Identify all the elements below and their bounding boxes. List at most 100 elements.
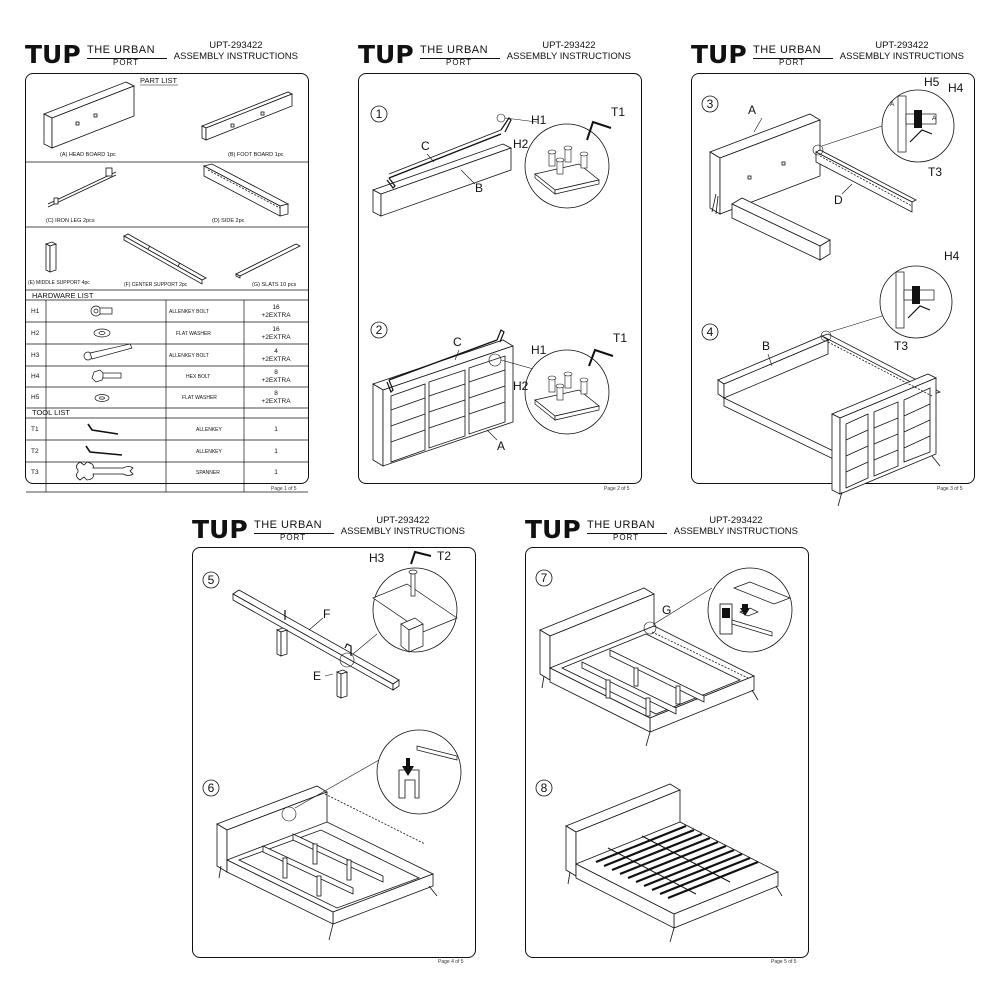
page-number: Page 5 of 5 xyxy=(771,959,797,965)
hardware-table-grid xyxy=(26,300,308,492)
page-frame: PART LIST (A) HEAD BOARD 1pc (B) FOOT BO… xyxy=(25,73,309,493)
tool-t3-name: SPANNER xyxy=(196,470,220,476)
step-1-detail-zoom xyxy=(524,120,612,209)
part-g-label: (G) SLATS 10 pcs xyxy=(252,282,296,288)
step-1-number: 1 xyxy=(376,107,383,121)
brand-logo: TUP xyxy=(192,515,252,545)
callout-c-step1: C xyxy=(421,139,430,153)
tool-list-title: TOOL LIST xyxy=(32,408,70,417)
hw-h4-code: H4 xyxy=(31,373,40,380)
part-middle-support-drawing xyxy=(44,241,58,273)
brand-divider xyxy=(587,533,667,534)
callout-a-zoom-right: A xyxy=(932,115,937,122)
brand-divider xyxy=(420,58,500,59)
callout-h5-step3: H5 xyxy=(924,75,940,89)
page-code: UPT-293422 ASSEMBLY INSTRUCTIONS xyxy=(840,40,964,62)
hw-h1-qty: 16 xyxy=(272,304,280,311)
hw-h1-name: ALLENKEY BOLT xyxy=(169,309,209,315)
page-4: TUP THE URBAN PORT UPT-293422 ASSEMBLY I… xyxy=(192,515,477,970)
allenkey-t2-icon xyxy=(85,445,123,456)
logo-text: TUP xyxy=(525,515,581,544)
logo-text: TUP xyxy=(25,40,81,69)
tool-t3-qty: 1 xyxy=(274,469,278,476)
page-code: UPT-293422 ASSEMBLY INSTRUCTIONS xyxy=(174,40,298,62)
hardware-list-title: HARDWARE LIST xyxy=(32,291,94,300)
hw-h2-extra: +2EXTRA xyxy=(261,334,291,341)
page-frame: 1 C B xyxy=(358,73,642,484)
bolt-h3-icon xyxy=(83,343,133,361)
page-header: TUP THE URBAN PORT UPT-293422 ASSEMBLY I… xyxy=(525,515,810,547)
step-6-detail-zoom xyxy=(376,729,462,815)
step-6-number: 6 xyxy=(208,781,215,795)
doc-title: ASSEMBLY INSTRUCTIONS xyxy=(839,51,964,62)
step-7-detail-zoom xyxy=(707,567,793,653)
step-4-frame-drawing xyxy=(717,333,942,507)
brand-name-bottom: PORT xyxy=(280,533,307,542)
part-a-label: (A) HEAD BOARD 1pc xyxy=(60,152,116,158)
product-code: UPT-293422 xyxy=(209,40,263,51)
brand-name-bottom: PORT xyxy=(446,58,473,67)
page-code: UPT-293422 ASSEMBLY INSTRUCTIONS xyxy=(507,40,631,62)
step-4-number: 4 xyxy=(707,325,714,339)
step-7-number: 7 xyxy=(541,571,548,585)
callout-t2-step5: T2 xyxy=(437,549,451,563)
callout-h1-step1: H1 xyxy=(531,113,547,127)
callout-e-step5: E xyxy=(313,669,321,683)
product-code: UPT-293422 xyxy=(542,40,596,51)
tool-t1-qty: 1 xyxy=(274,426,278,433)
page-header: TUP THE URBAN PORT UPT-293422 ASSEMBLY I… xyxy=(25,40,310,72)
tool-t2-code: T2 xyxy=(31,448,39,455)
callout-t1-step2: T1 xyxy=(613,331,627,345)
step-2-detail-zoom xyxy=(524,348,614,435)
step-6-frame-drawing xyxy=(216,785,438,941)
hw-h1-extra: +2EXTRA xyxy=(261,312,291,319)
step-8-rails-drawing xyxy=(607,835,731,895)
callout-c-step2: C xyxy=(453,335,462,349)
part-footboard-drawing xyxy=(201,91,293,141)
part-iron-leg-drawing xyxy=(47,167,117,208)
step-4-detail-zoom xyxy=(879,265,953,339)
hw-h3-extra: +2EXTRA xyxy=(261,356,291,363)
brand-logo: TUP xyxy=(691,40,751,70)
doc-title: ASSEMBLY INSTRUCTIONS xyxy=(506,51,631,62)
step-5-detail-zoom xyxy=(372,550,458,653)
hw-h2-qty: 16 xyxy=(272,326,280,333)
hex-bolt-h4-icon xyxy=(91,369,122,383)
page-code: UPT-293422 ASSEMBLY INSTRUCTIONS xyxy=(341,515,465,537)
bolt-h1-icon xyxy=(90,305,113,317)
callout-f-step5: F xyxy=(323,607,330,621)
brand-logo: TUP xyxy=(25,40,85,70)
callout-t3-step4: T3 xyxy=(894,339,908,353)
brand-divider xyxy=(254,533,334,534)
page-number: Page 4 of 5 xyxy=(438,959,464,965)
callout-a-step3: A xyxy=(748,103,756,117)
part-center-support-drawing xyxy=(123,233,207,285)
page-frame: 5 F E xyxy=(192,547,476,958)
part-c-label: (C) IRON LEG 2pcs xyxy=(46,218,95,224)
step-3-number: 3 xyxy=(707,97,714,111)
step-1-footboard-drawing xyxy=(371,117,513,217)
brand-divider xyxy=(87,58,167,59)
product-code: UPT-293422 xyxy=(376,515,430,526)
brand-logo: TUP xyxy=(358,40,418,70)
callout-h2-step2: H2 xyxy=(513,379,529,393)
step-3-frame-drawing xyxy=(709,113,917,261)
callout-b-step4: B xyxy=(762,339,770,353)
tool-t3-code: T3 xyxy=(31,469,39,476)
allenkey-t1-icon xyxy=(87,423,119,435)
step-7-frame-drawing xyxy=(539,587,759,747)
hw-h5-extra: +2EXTRA xyxy=(261,398,291,405)
brand-name-bottom: PORT xyxy=(779,58,806,67)
page-code: UPT-293422 ASSEMBLY INSTRUCTIONS xyxy=(674,515,798,537)
page-header: TUP THE URBAN PORT UPT-293422 ASSEMBLY I… xyxy=(192,515,477,547)
step-8-frame-drawing xyxy=(565,783,783,943)
part-slats-drawing xyxy=(235,243,301,279)
page-header: TUP THE URBAN PORT UPT-293422 ASSEMBLY I… xyxy=(358,40,643,72)
steps-3-4: 3 A D xyxy=(701,75,964,507)
doc-title: ASSEMBLY INSTRUCTIONS xyxy=(673,526,798,537)
page-header: TUP THE URBAN PORT UPT-293422 ASSEMBLY I… xyxy=(691,40,976,72)
hw-h5-code: H5 xyxy=(31,394,40,401)
hw-h4-name: HEX BOLT xyxy=(186,374,210,380)
step-5-number: 5 xyxy=(208,573,215,587)
hw-h2-code: H2 xyxy=(31,330,40,337)
